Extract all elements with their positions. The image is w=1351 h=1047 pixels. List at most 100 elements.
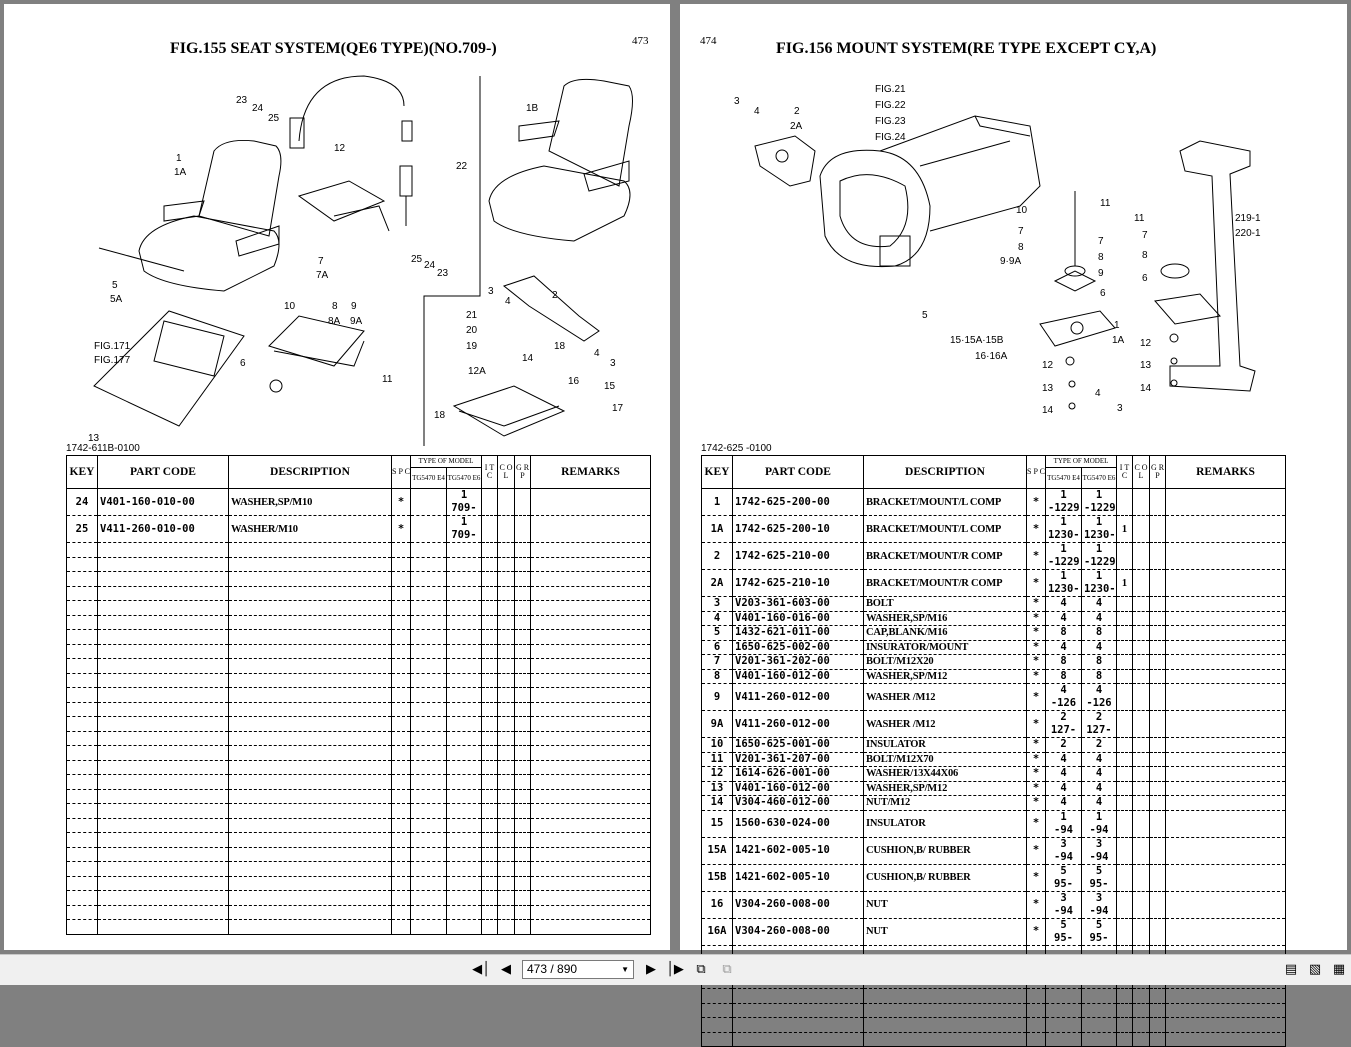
quantity-line: 1230- bbox=[1048, 583, 1080, 595]
key-cell: 15A bbox=[701, 837, 733, 865]
col-remarks: REMARKS bbox=[530, 455, 651, 489]
empty-table-row bbox=[66, 803, 651, 819]
description-cell bbox=[228, 905, 392, 920]
remarks-cell bbox=[1165, 837, 1286, 865]
page-select[interactable]: 473 / 890 ▼ bbox=[522, 960, 634, 979]
quantity-line: 4 bbox=[1095, 767, 1103, 780]
part-code-cell bbox=[97, 716, 229, 732]
col-key: KEY bbox=[701, 455, 733, 489]
next-page-icon[interactable]: ▶ bbox=[646, 962, 656, 977]
spc-cell bbox=[391, 832, 411, 848]
col-cell bbox=[497, 847, 515, 862]
quantity-line: 1230- bbox=[1048, 529, 1080, 541]
quantity-cell bbox=[410, 702, 447, 717]
grp-cell bbox=[1149, 515, 1166, 543]
col-cell bbox=[1132, 1017, 1150, 1033]
quantity-line: -94 bbox=[1089, 904, 1109, 917]
spc-cell: * bbox=[391, 515, 411, 543]
parts-table: KEY PART CODE DESCRIPTION S P C TYPE OF … bbox=[66, 455, 651, 935]
description-cell bbox=[228, 687, 392, 703]
itc-cell bbox=[1116, 625, 1133, 641]
remarks-cell bbox=[530, 702, 651, 717]
prev-page-icon[interactable]: ◀ bbox=[501, 962, 511, 977]
quantity-line: 709- bbox=[451, 529, 477, 541]
itc-cell bbox=[481, 745, 498, 761]
spc-cell: * bbox=[1026, 611, 1046, 626]
quantity-line: 5 bbox=[1060, 864, 1067, 877]
two-page-view-icon[interactable]: ⧉ bbox=[696, 962, 706, 977]
col-remarks: REMARKS bbox=[1165, 455, 1286, 489]
grp-cell bbox=[514, 745, 531, 761]
remarks-cell bbox=[1165, 569, 1286, 597]
quantity-cell bbox=[446, 629, 482, 645]
continuous-view-icon[interactable]: ⧉ bbox=[722, 962, 732, 977]
itc-cell bbox=[1116, 737, 1133, 753]
quantity-cell: 1-1229 bbox=[1081, 488, 1117, 516]
description-cell: WASHER/M10 bbox=[228, 515, 392, 543]
svg-text:5: 5 bbox=[112, 280, 118, 291]
svg-text:FIG.21: FIG.21 bbox=[875, 84, 906, 95]
empty-table-row bbox=[66, 629, 651, 645]
part-code-cell bbox=[97, 600, 229, 616]
spc-cell bbox=[391, 905, 411, 920]
quantity-cell bbox=[410, 615, 447, 630]
spc-cell: * bbox=[1026, 918, 1046, 946]
slide-rail bbox=[268, 315, 365, 367]
quantity-line: 2 bbox=[1095, 738, 1103, 751]
part-code-cell bbox=[97, 702, 229, 717]
itc-cell bbox=[481, 716, 498, 732]
quantity-line: 4 bbox=[1095, 597, 1103, 610]
remarks-cell bbox=[1165, 1017, 1286, 1033]
part-code-cell bbox=[97, 658, 229, 674]
remarks-cell bbox=[530, 629, 651, 645]
last-page-icon[interactable]: │▶ bbox=[666, 962, 684, 977]
empty-table-row bbox=[66, 861, 651, 877]
quantity-line: 1 bbox=[1095, 810, 1103, 823]
col-grp: G R P bbox=[1149, 455, 1166, 489]
svg-text:13: 13 bbox=[1042, 383, 1054, 394]
part-code-cell: V401-160-010-00 bbox=[97, 488, 229, 516]
quantity-cell bbox=[446, 586, 482, 601]
part-code-cell bbox=[97, 615, 229, 630]
spc-cell bbox=[391, 847, 411, 862]
quantity-cell bbox=[410, 876, 447, 891]
quantity-cell: 2 bbox=[1081, 737, 1117, 753]
quantity-line: 1230- bbox=[1084, 529, 1116, 541]
facing-pages-icon[interactable]: ▧ bbox=[1308, 962, 1322, 977]
part-code-cell bbox=[97, 876, 229, 891]
key-cell: 16A bbox=[701, 918, 733, 946]
quantity-line: -94 bbox=[1054, 904, 1073, 917]
spc-cell: * bbox=[1026, 891, 1046, 919]
key-cell bbox=[66, 745, 98, 761]
single-page-icon[interactable]: ▤ bbox=[1284, 962, 1298, 977]
col-cell bbox=[1132, 752, 1150, 767]
key-cell bbox=[66, 542, 98, 558]
spc-cell: * bbox=[1026, 683, 1046, 711]
description-cell: BRACKET/MOUNT/L COMP bbox=[863, 515, 1027, 543]
first-page-icon[interactable]: ◀│ bbox=[472, 962, 490, 977]
quantity-cell bbox=[410, 673, 447, 688]
key-cell: 25 bbox=[66, 515, 98, 543]
quantity-line: 5 bbox=[1095, 864, 1103, 877]
seat-back-right bbox=[548, 78, 633, 187]
columns-icon[interactable]: ▦ bbox=[1332, 962, 1346, 977]
drawing-code: 1742-611B-0100 bbox=[66, 443, 140, 454]
remarks-cell bbox=[530, 760, 651, 775]
quantity-cell: 8 bbox=[1081, 625, 1117, 641]
description-cell: WASHER /M12 bbox=[863, 710, 1027, 738]
part-code-cell: V201-361-207-00 bbox=[732, 752, 864, 767]
grp-cell bbox=[1149, 1017, 1166, 1033]
quantity-line: -94 bbox=[1089, 823, 1109, 836]
svg-text:4: 4 bbox=[594, 348, 600, 359]
empty-table-row bbox=[66, 818, 651, 833]
itc-cell bbox=[481, 658, 498, 674]
key-cell bbox=[66, 803, 98, 819]
remarks-cell bbox=[1165, 669, 1286, 684]
quantity-line: 3 bbox=[1095, 837, 1103, 850]
